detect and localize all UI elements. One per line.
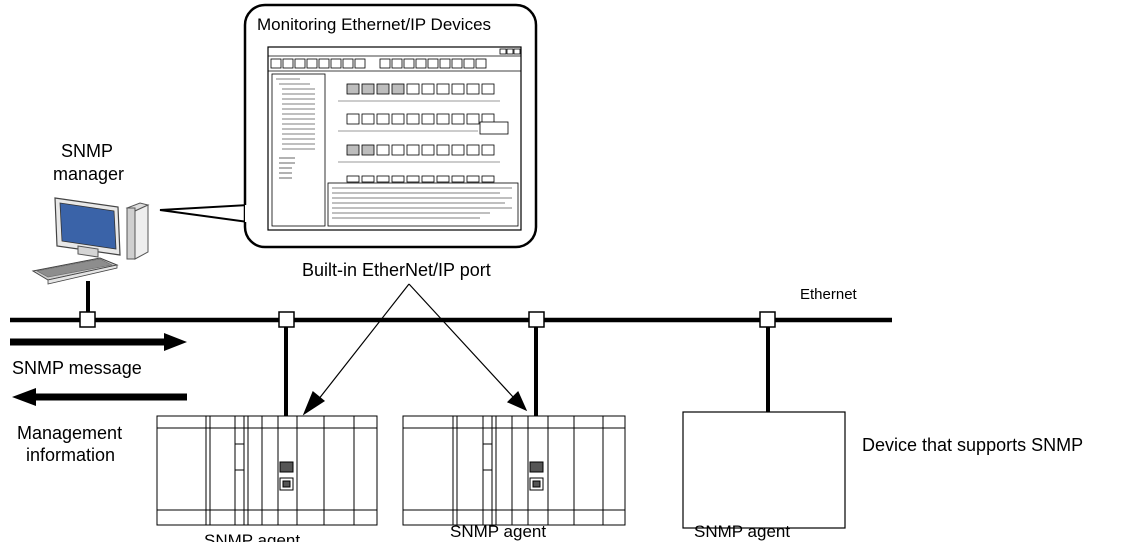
- mini-tree-lines: [276, 78, 315, 179]
- snmp-message-label: SNMP message: [12, 358, 142, 378]
- mini-log-panel: [327, 182, 519, 227]
- bus-ports: [79, 311, 776, 328]
- plc-unit-1: [156, 415, 378, 526]
- agent-label-1: SNMP agent: [204, 531, 300, 542]
- management-info-arrow: [12, 388, 187, 406]
- plc-unit-2: [402, 415, 626, 526]
- monitor-app-window: [267, 46, 522, 231]
- manager-label-line2: manager: [53, 164, 124, 184]
- port-label: Built-in EtherNet/IP port: [302, 260, 491, 280]
- mini-tree-panel: [271, 73, 326, 227]
- ethernet-label: Ethernet: [800, 286, 858, 303]
- screen-title: Monitoring Ethernet/IP Devices: [257, 15, 491, 34]
- pc-icon: [31, 197, 150, 285]
- port-agent-2: [528, 311, 545, 328]
- manager-label-line1: SNMP: [61, 141, 113, 161]
- port-callout-arrows: [302, 283, 528, 416]
- port-device: [759, 311, 776, 328]
- port-agent-1: [278, 311, 295, 328]
- monitoring-screen-callout: Monitoring Ethernet/IP Devices: [159, 3, 538, 249]
- mini-log-lines: [332, 187, 512, 219]
- mini-device-grid: [338, 83, 509, 183]
- agent-label-2: SNMP agent: [450, 522, 546, 541]
- agent-label-3: SNMP agent: [694, 522, 790, 541]
- snmp-message-arrow: [10, 333, 187, 351]
- mini-toolbar: [270, 58, 487, 69]
- info-label-line2: information: [26, 445, 115, 465]
- device-label: Device that supports SNMP: [862, 435, 1083, 455]
- port-manager: [79, 311, 96, 328]
- info-label-line1: Management: [17, 423, 122, 443]
- callout-pointer: [159, 203, 249, 224]
- snmp-device-box: [682, 411, 846, 529]
